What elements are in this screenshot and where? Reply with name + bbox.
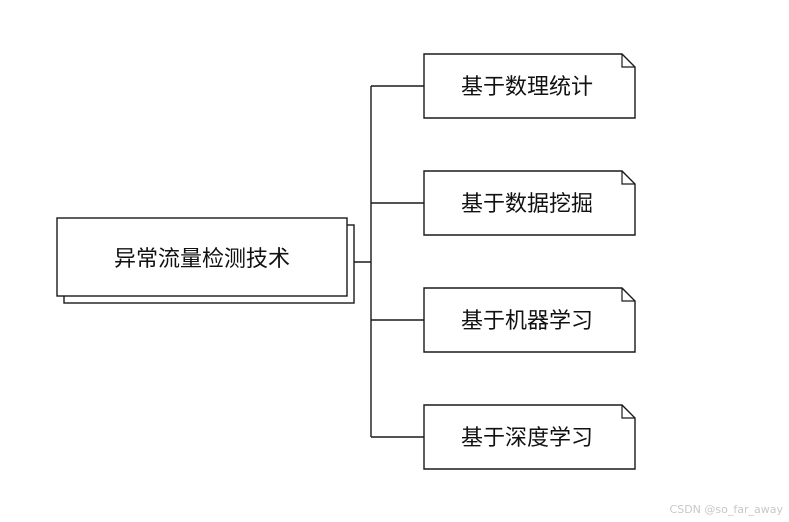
child-node-4-box <box>423 404 636 470</box>
root-node: 异常流量检测技术 <box>56 217 355 304</box>
child-node-4-fold <box>621 405 635 419</box>
watermark-text: CSDN @so_far_away <box>670 503 784 516</box>
root-node-label: 异常流量检测技术 <box>114 247 290 272</box>
child-node-3: 基于机器学习 <box>423 287 636 353</box>
child-node-1-label: 基于数理统计 <box>461 75 593 100</box>
child-node-2: 基于数据挖掘 <box>423 170 636 236</box>
child-node-3-label: 基于机器学习 <box>461 309 593 334</box>
child-node-4: 基于深度学习 <box>423 404 636 470</box>
child-node-2-fold <box>621 171 635 185</box>
child-node-1-fold <box>621 54 635 68</box>
child-node-4-label: 基于深度学习 <box>461 426 593 451</box>
connectors <box>354 85 424 438</box>
root-node-box <box>56 217 348 297</box>
child-node-2-box <box>423 170 636 236</box>
child-node-1: 基于数理统计 <box>423 53 636 119</box>
child-node-3-fold <box>621 288 635 302</box>
child-node-2-label: 基于数据挖掘 <box>461 192 593 217</box>
child-node-3-box <box>423 287 636 353</box>
child-node-1-box <box>423 53 636 119</box>
